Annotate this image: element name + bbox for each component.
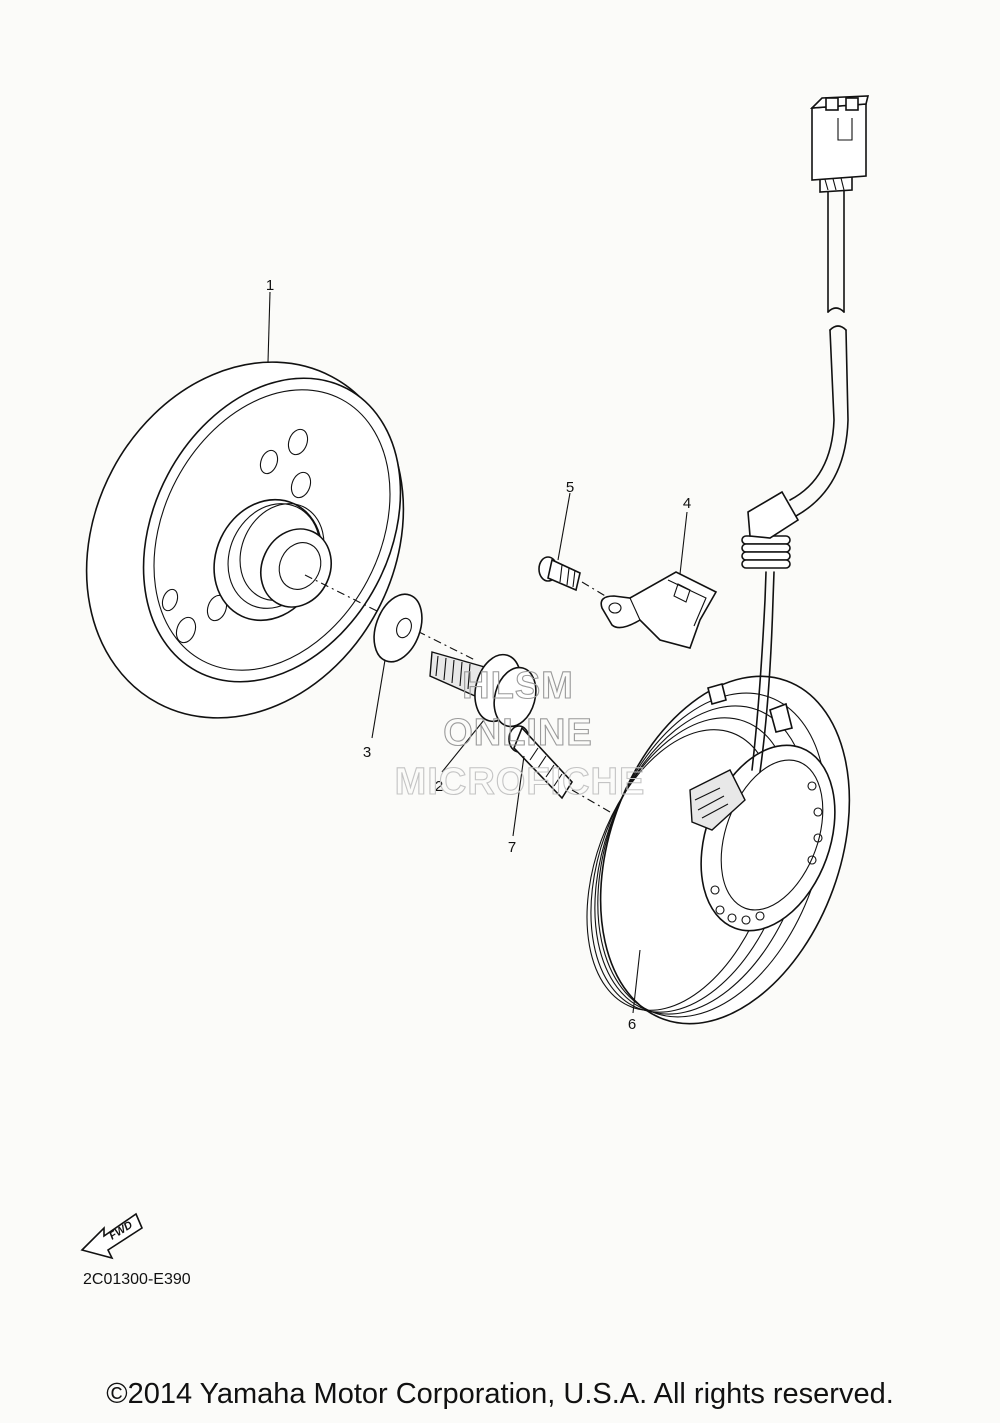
watermark: HLSM ONLINE MICROFICHE: [394, 664, 646, 803]
diagram-code: 2C01300-E390: [83, 1271, 191, 1288]
callout-2: 2: [435, 778, 443, 795]
bracket-screw: [538, 556, 613, 601]
watermark-line-1: HLSM: [462, 665, 574, 707]
leader-lines: [267, 291, 688, 1014]
callout-7: 7: [508, 839, 516, 856]
callout-1: 1: [266, 277, 274, 294]
watermark-line-2: ONLINE: [443, 712, 593, 754]
stator-screw: [508, 725, 611, 813]
forward-direction-arrow: FWD: [80, 1212, 144, 1260]
callout-3: 3: [363, 744, 371, 761]
callout-4: 4: [683, 495, 691, 512]
washer: [373, 593, 423, 663]
callout-5: 5: [566, 479, 574, 496]
copyright-notice: ©2014 Yamaha Motor Corporation, U.S.A. A…: [106, 1378, 894, 1410]
lead-clamp-bracket: [600, 571, 718, 649]
rotor-bolt: [429, 651, 537, 728]
rotor-flywheel: [85, 361, 405, 719]
callout-6: 6: [628, 1016, 636, 1033]
watermark-line-3: MICROFICHE: [395, 761, 646, 803]
stator-coil-assembly: [586, 675, 851, 1025]
wire-harness: [741, 95, 870, 773]
